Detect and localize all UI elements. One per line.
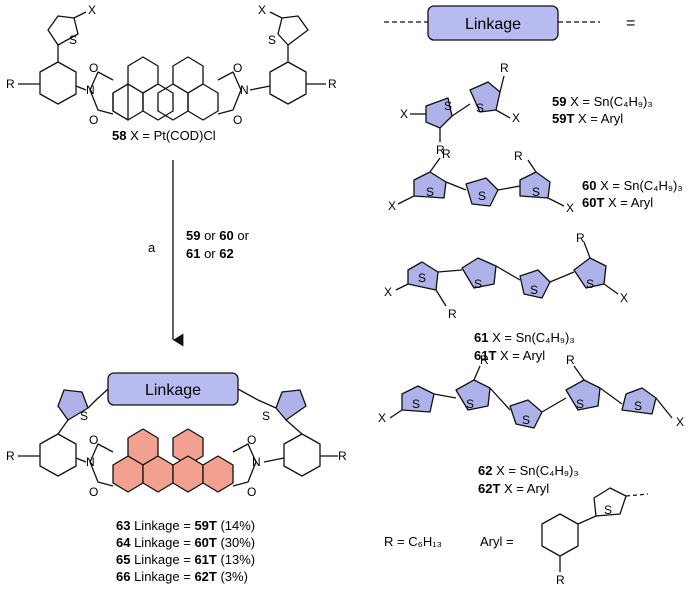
reagent-line-1: 59 or 60 or [186, 228, 250, 243]
imide-n-left: N [86, 455, 95, 469]
linker-59-structure: X R R X S S [400, 61, 520, 157]
r-group: R [514, 149, 523, 163]
linker-62-structure: X R R X S S S S S [378, 353, 684, 429]
carbonyl-o: O [233, 113, 242, 127]
r-group-left: R [6, 449, 15, 463]
linkage-box-header [427, 5, 559, 41]
label-59T: 59T X = Aryl [552, 111, 623, 126]
thiophene-s: S [522, 413, 530, 427]
reagent-line-2: 61 or 62 [186, 246, 234, 261]
r-group-left: R [6, 77, 15, 91]
thiophene-s: S [466, 397, 474, 411]
thiophene-s: S [426, 185, 434, 199]
thiophene-s: S [262, 409, 270, 423]
reagent-letter: a [148, 240, 156, 255]
thiophene-s: S [268, 33, 276, 47]
thiophene-s: S [478, 189, 486, 203]
label-59: 59 X = Sn(C₄H₉)₃ [552, 94, 653, 109]
x-substituent: X [620, 291, 628, 305]
r-group: R [480, 353, 489, 367]
r-group: R [448, 307, 457, 321]
imide-n-right: N [252, 455, 261, 469]
thiophene-s: S [530, 283, 538, 297]
linker-60-structure: X R R X S S S [388, 147, 574, 215]
carbonyl-o: O [89, 61, 98, 75]
x-substituent: X [384, 285, 392, 299]
x-substituent: X [258, 3, 266, 17]
linkage-label-product: Linkage [145, 382, 201, 399]
label-61: 61 X = Sn(C₄H₉)₃ [474, 330, 575, 345]
r-group: R [436, 143, 445, 157]
thiophene-s: S [604, 503, 612, 517]
carbonyl-o: O [89, 485, 98, 499]
thiophene-s: S [634, 399, 642, 413]
x-substituent: X [400, 107, 408, 121]
r-group: R [566, 353, 575, 367]
carbonyl-o: O [247, 485, 256, 499]
linker-61-structure: X R R X S S S S [384, 231, 628, 321]
thiophene-s: S [474, 277, 482, 291]
x-substituent: X [676, 415, 684, 429]
carbonyl-o: O [89, 433, 98, 447]
r-group: R [576, 231, 585, 245]
label-62: 62 X = Sn(C₄H₉)₃ [478, 463, 579, 478]
label-60: 60 X = Sn(C₄H₉)₃ [582, 178, 683, 193]
label-60T: 60T X = Aryl [582, 195, 653, 210]
x-substituent: X [378, 411, 386, 425]
imide-n-right: N [240, 83, 249, 97]
perylene-core-highlighted [112, 428, 234, 493]
r-group: R [442, 147, 451, 161]
carbonyl-o: O [233, 61, 242, 75]
product-64: 64 Linkage = 60T (30%) [116, 535, 255, 550]
r-group: R [500, 61, 509, 75]
thiophene-s: S [69, 33, 77, 47]
imide-n-left: N [86, 83, 95, 97]
thiophene-s: S [476, 101, 484, 115]
carbonyl-o: O [89, 113, 98, 127]
r-group-right: R [328, 77, 337, 91]
x-substituent: X [88, 3, 96, 17]
thiophene-s: S [418, 271, 426, 285]
thiophene-s: S [412, 397, 420, 411]
thiophene-s: S [444, 99, 452, 113]
thiophene-s: S [80, 409, 88, 423]
x-substituent: X [388, 199, 396, 213]
carbonyl-o: O [247, 433, 256, 447]
equals-sign: = [626, 15, 635, 32]
product-65: 65 Linkage = 61T (13%) [116, 552, 255, 567]
thiophene-s: S [576, 397, 584, 411]
product-macrocycle: Linkage N N O O O O R R S S [6, 372, 347, 499]
label-62T: 62T X = Aryl [478, 481, 549, 496]
x-substituent: X [512, 111, 520, 125]
r-group-right: R [338, 449, 347, 463]
product-66: 66 Linkage = 62T (3%) [116, 569, 248, 584]
aryl-label: Aryl = [480, 534, 514, 549]
perylene-core [112, 56, 219, 121]
x-substituent: X [566, 201, 574, 215]
label-61T: 61T X = Aryl [474, 348, 545, 363]
label-58: 58 X = Pt(COD)Cl [112, 128, 216, 143]
aryl-structure: R S [541, 487, 649, 587]
r-definition: R = C₆H₁₃ [384, 534, 442, 549]
product-63: 63 Linkage = 59T (14%) [116, 518, 255, 533]
thiophene-s: S [586, 277, 594, 291]
starting-material-58: N N O O O O R R X S X S [6, 3, 337, 127]
r-group: R [556, 573, 565, 587]
thiophene-s: S [532, 185, 540, 199]
linkage-label-header: Linkage [465, 16, 521, 33]
